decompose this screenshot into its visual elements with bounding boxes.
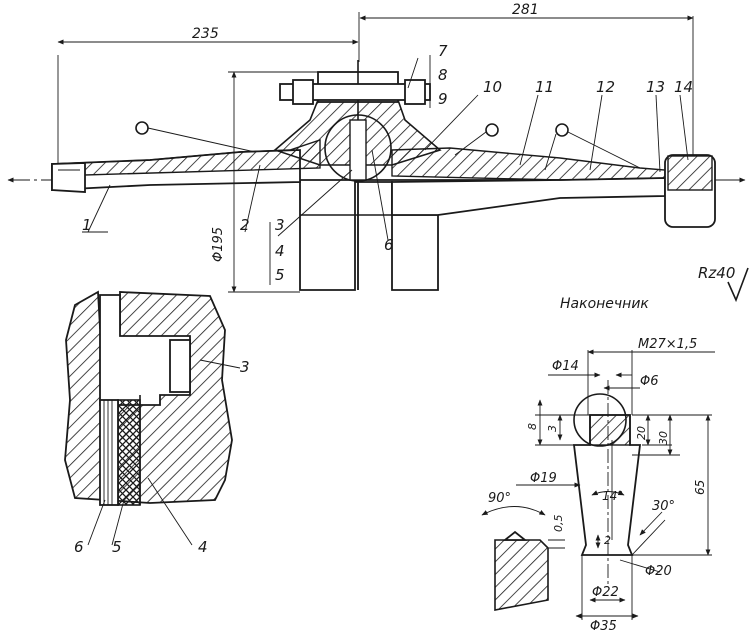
tip-a14-label: 14° xyxy=(602,489,623,503)
leader-7 xyxy=(407,57,419,89)
tip-l3-label: 3 xyxy=(546,425,559,432)
tip-l65-label: 65 xyxy=(693,480,707,495)
detail-callout-3: 3 xyxy=(240,358,250,376)
detail-part-6 xyxy=(99,399,119,506)
tip-a90-label: 90° xyxy=(488,491,511,506)
tip-d6-label: Φ6 xyxy=(640,374,659,389)
right-tip-section xyxy=(667,155,713,191)
leader-14 xyxy=(679,94,689,161)
tip-d22-label: Φ22 xyxy=(592,585,619,600)
callout-2: 2 xyxy=(240,216,250,234)
callout-1: 1 xyxy=(82,216,92,234)
tip-thread-label: M27×1,5 xyxy=(638,337,697,352)
callout-10: 10 xyxy=(483,78,502,96)
detail-circle xyxy=(324,114,392,182)
leader-11 xyxy=(519,94,539,166)
tip-l8-label: 8 xyxy=(526,423,539,430)
leader-balance-2 xyxy=(454,131,487,156)
callout-8: 8 xyxy=(438,66,448,84)
detail-part-5 xyxy=(117,399,141,506)
mini-section-groove xyxy=(502,530,528,541)
detail-callout-5: 5 xyxy=(112,538,122,556)
detail-leader-6 xyxy=(87,499,106,546)
detail-leader-3 xyxy=(199,359,241,369)
dim-195-label: Φ195 xyxy=(211,227,226,262)
tip-title: Наконечник xyxy=(560,296,649,312)
leader-balance-1 xyxy=(147,127,256,153)
tip-l20-label: 20 xyxy=(635,426,648,440)
tip-d19-label: Φ19 xyxy=(530,471,557,486)
callout-4: 4 xyxy=(275,242,285,260)
balance-hole-3 xyxy=(555,123,569,137)
roughness-symbol xyxy=(727,267,749,303)
callout-3: 3 xyxy=(275,216,285,234)
tip-l2-label: 2 xyxy=(604,534,611,547)
leader-balance-3 xyxy=(567,131,641,169)
dim-281-label: 281 xyxy=(512,2,539,18)
angle-90-arc xyxy=(481,506,546,516)
tip-d20-label: Φ20 xyxy=(645,564,672,579)
leader-12 xyxy=(589,94,603,171)
tip-d35-label: Φ35 xyxy=(590,619,617,634)
gap-insert xyxy=(349,119,367,181)
detail-part-3 xyxy=(169,339,191,393)
detail-leader-4 xyxy=(147,477,193,546)
mini-section-body xyxy=(494,539,549,611)
leader-2 xyxy=(244,164,261,233)
leader-d20 xyxy=(619,559,661,573)
leader-balance-4 xyxy=(544,133,557,171)
dim-235-label: 235 xyxy=(192,26,219,42)
tip-a30-label: 30° xyxy=(652,499,675,514)
detail-leader-5 xyxy=(111,499,125,546)
nut-right xyxy=(404,79,426,105)
detail-callout-6: 6 xyxy=(74,538,84,556)
tip-d14-label: Φ14 xyxy=(552,359,579,374)
right-arm xyxy=(391,177,666,216)
callout-14: 14 xyxy=(674,78,693,96)
tip-detail-view: Наконечник xyxy=(481,296,715,634)
detail-section-view: 3 4 5 6 xyxy=(64,290,250,556)
left-tip xyxy=(51,162,86,193)
tip-l30-label: 30 xyxy=(657,431,670,445)
callout-12: 12 xyxy=(596,78,615,96)
angle-30-arrow xyxy=(639,511,663,536)
balance-hole-2 xyxy=(485,123,499,137)
callout-7: 7 xyxy=(438,42,448,60)
leader-6 xyxy=(371,149,389,241)
leader-3-4-5 xyxy=(277,169,353,237)
balance-hole-1 xyxy=(135,121,149,135)
angle-14-arc xyxy=(591,490,625,496)
leader-13 xyxy=(655,94,661,173)
tip-l05-label: 0,5 xyxy=(552,515,565,533)
callout-9: 9 xyxy=(438,90,448,108)
callout-13: 13 xyxy=(646,78,665,96)
tip-detail-circle xyxy=(573,393,627,447)
nut-left xyxy=(292,79,314,105)
leader-10 xyxy=(424,94,479,151)
callout-6: 6 xyxy=(384,236,394,254)
roughness-label: Rz40 xyxy=(698,264,735,282)
chamfer-line xyxy=(631,519,666,556)
callout-11: 11 xyxy=(535,78,554,96)
detail-callout-4: 4 xyxy=(198,538,208,556)
leader-1 xyxy=(87,184,111,233)
main-assembly-view: 235 281 Φ195 1 2 3 4 5 6 7 8 9 10 11 12 … xyxy=(7,2,749,303)
callout-5: 5 xyxy=(275,266,285,284)
